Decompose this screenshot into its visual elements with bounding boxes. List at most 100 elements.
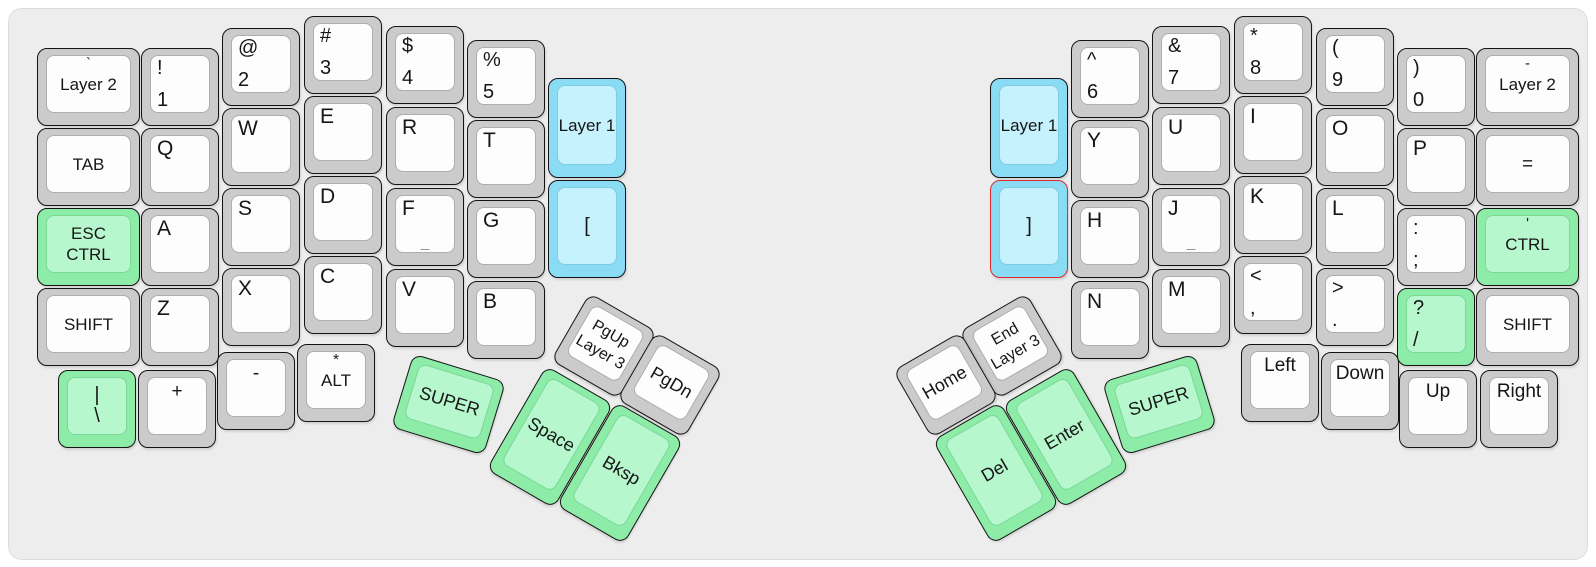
key-b[interactable]: B	[467, 281, 545, 359]
key-legend: Y	[1087, 129, 1102, 152]
key-slash[interactable]: ?/	[1397, 288, 1475, 366]
homing-bar: _	[1186, 234, 1196, 251]
key-legend-line: Layer 2	[60, 74, 117, 94]
key-shift-right[interactable]: SHIFT	[1476, 288, 1579, 366]
key-legend-shifted: #	[320, 25, 332, 47]
key-dash-layer2[interactable]: -Layer 2	[1476, 48, 1579, 126]
key-6[interactable]: ^6	[1071, 40, 1149, 118]
key-m[interactable]: M	[1152, 269, 1230, 347]
key-period[interactable]: >.	[1316, 268, 1394, 346]
key-s[interactable]: S	[222, 188, 300, 266]
key-legend: Layer 2	[1486, 56, 1569, 112]
key-9[interactable]: (9	[1316, 28, 1394, 106]
key-pipe-backslash[interactable]: |\	[58, 370, 136, 448]
key-lbracket[interactable]: [	[548, 180, 626, 278]
key-y[interactable]: Y	[1071, 120, 1149, 198]
homing-bar: _	[420, 234, 430, 251]
keycap-top: PgDn	[631, 342, 712, 423]
key-q[interactable]: Q	[141, 128, 219, 206]
key-o[interactable]: O	[1316, 108, 1394, 186]
key-alt[interactable]: *ALT	[297, 344, 375, 422]
key-legend: N	[1087, 290, 1103, 313]
key-a[interactable]: A	[141, 208, 219, 286]
key-tab[interactable]: TAB	[37, 128, 140, 206]
key-j[interactable]: J_	[1152, 188, 1230, 266]
key-x[interactable]: X	[222, 268, 300, 346]
key-legend: 2	[238, 69, 250, 91]
key-d[interactable]: D	[304, 176, 382, 254]
key-e[interactable]: E	[304, 96, 382, 174]
keycap-top: <,	[1243, 263, 1303, 321]
key-rbracket[interactable]: ]	[990, 180, 1068, 278]
key-5[interactable]: %5	[467, 40, 545, 118]
key-2[interactable]: @2	[222, 28, 300, 106]
keycap-top: L	[1325, 195, 1385, 253]
key-i[interactable]: I	[1234, 96, 1312, 174]
key-right-arrow[interactable]: Right	[1480, 370, 1558, 448]
key-super-right[interactable]: SUPER	[1101, 353, 1218, 456]
key-quote-ctrl[interactable]: 'CTRL	[1476, 208, 1579, 286]
key-p[interactable]: P	[1397, 128, 1475, 206]
keycap-top: #3	[313, 23, 373, 81]
key-legend-line: Layer 1	[1000, 115, 1058, 135]
key-v[interactable]: V	[386, 269, 464, 347]
keycap-top: SHIFT	[1485, 295, 1570, 353]
key-1[interactable]: !1	[141, 48, 219, 126]
keycap-top: Right	[1489, 377, 1549, 435]
key-left-arrow[interactable]: Left	[1241, 344, 1319, 422]
key-legend-line: ALT	[321, 370, 351, 390]
key-7[interactable]: &7	[1152, 26, 1230, 104]
key-down-arrow[interactable]: Down	[1321, 352, 1399, 430]
key-legend: ;	[1413, 249, 1419, 271]
key-3[interactable]: #3	[304, 16, 382, 94]
key-legend: Home	[905, 344, 983, 421]
key-g[interactable]: G	[467, 200, 545, 278]
keycap-top: $4	[395, 33, 455, 91]
key-legend: H	[1087, 209, 1103, 232]
key-legend-line: Space	[524, 412, 579, 456]
key-up-arrow[interactable]: Up	[1399, 370, 1477, 448]
key-comma[interactable]: <,	[1234, 256, 1312, 334]
key-z[interactable]: Z	[141, 288, 219, 366]
key-layer1-left[interactable]: Layer 1	[548, 78, 626, 178]
key-0[interactable]: )0	[1397, 48, 1475, 126]
key-legend: D	[320, 185, 336, 208]
key-minus[interactable]: -	[217, 352, 295, 430]
key-legend-shifted: @	[238, 37, 259, 59]
key-legend-line: ]	[1026, 214, 1032, 237]
key-legend: Layer 2	[47, 56, 130, 112]
key-grave-layer2[interactable]: `Layer 2	[37, 48, 140, 126]
key-w[interactable]: W	[222, 108, 300, 186]
key-legend: 8	[1250, 57, 1262, 79]
keycap-top: I	[1243, 103, 1303, 161]
key-layer1-right[interactable]: Layer 1	[990, 78, 1068, 178]
key-l[interactable]: L	[1316, 188, 1394, 266]
key-legend: 4	[402, 67, 414, 89]
key-legend-line: |	[94, 384, 100, 406]
keycap-top: [	[557, 187, 617, 265]
key-legend-shifted: :	[1413, 217, 1419, 239]
keycap-top: -	[226, 359, 286, 417]
key-r[interactable]: R	[386, 107, 464, 185]
key-c[interactable]: C	[304, 256, 382, 334]
key-k[interactable]: K	[1234, 176, 1312, 254]
key-f[interactable]: F_	[386, 188, 464, 266]
key-4[interactable]: $4	[386, 26, 464, 104]
key-equals[interactable]: =	[1476, 128, 1579, 206]
key-legend: I	[1250, 105, 1256, 128]
key-legend: F	[402, 197, 415, 220]
key-legend: M	[1168, 278, 1186, 301]
key-legend: 0	[1413, 89, 1425, 111]
key-semicolon[interactable]: :;	[1397, 208, 1475, 286]
key-u[interactable]: U	[1152, 107, 1230, 185]
key-super-left[interactable]: SUPER	[390, 353, 507, 456]
key-t[interactable]: T	[467, 120, 545, 198]
key-legend-line: \	[94, 405, 100, 427]
keycap-top: -Layer 2	[1485, 55, 1570, 113]
key-shift-left[interactable]: SHIFT	[37, 288, 140, 366]
key-plus[interactable]: +	[138, 370, 216, 448]
key-n[interactable]: N	[1071, 281, 1149, 359]
key-h[interactable]: H	[1071, 200, 1149, 278]
key-8[interactable]: *8	[1234, 16, 1312, 94]
